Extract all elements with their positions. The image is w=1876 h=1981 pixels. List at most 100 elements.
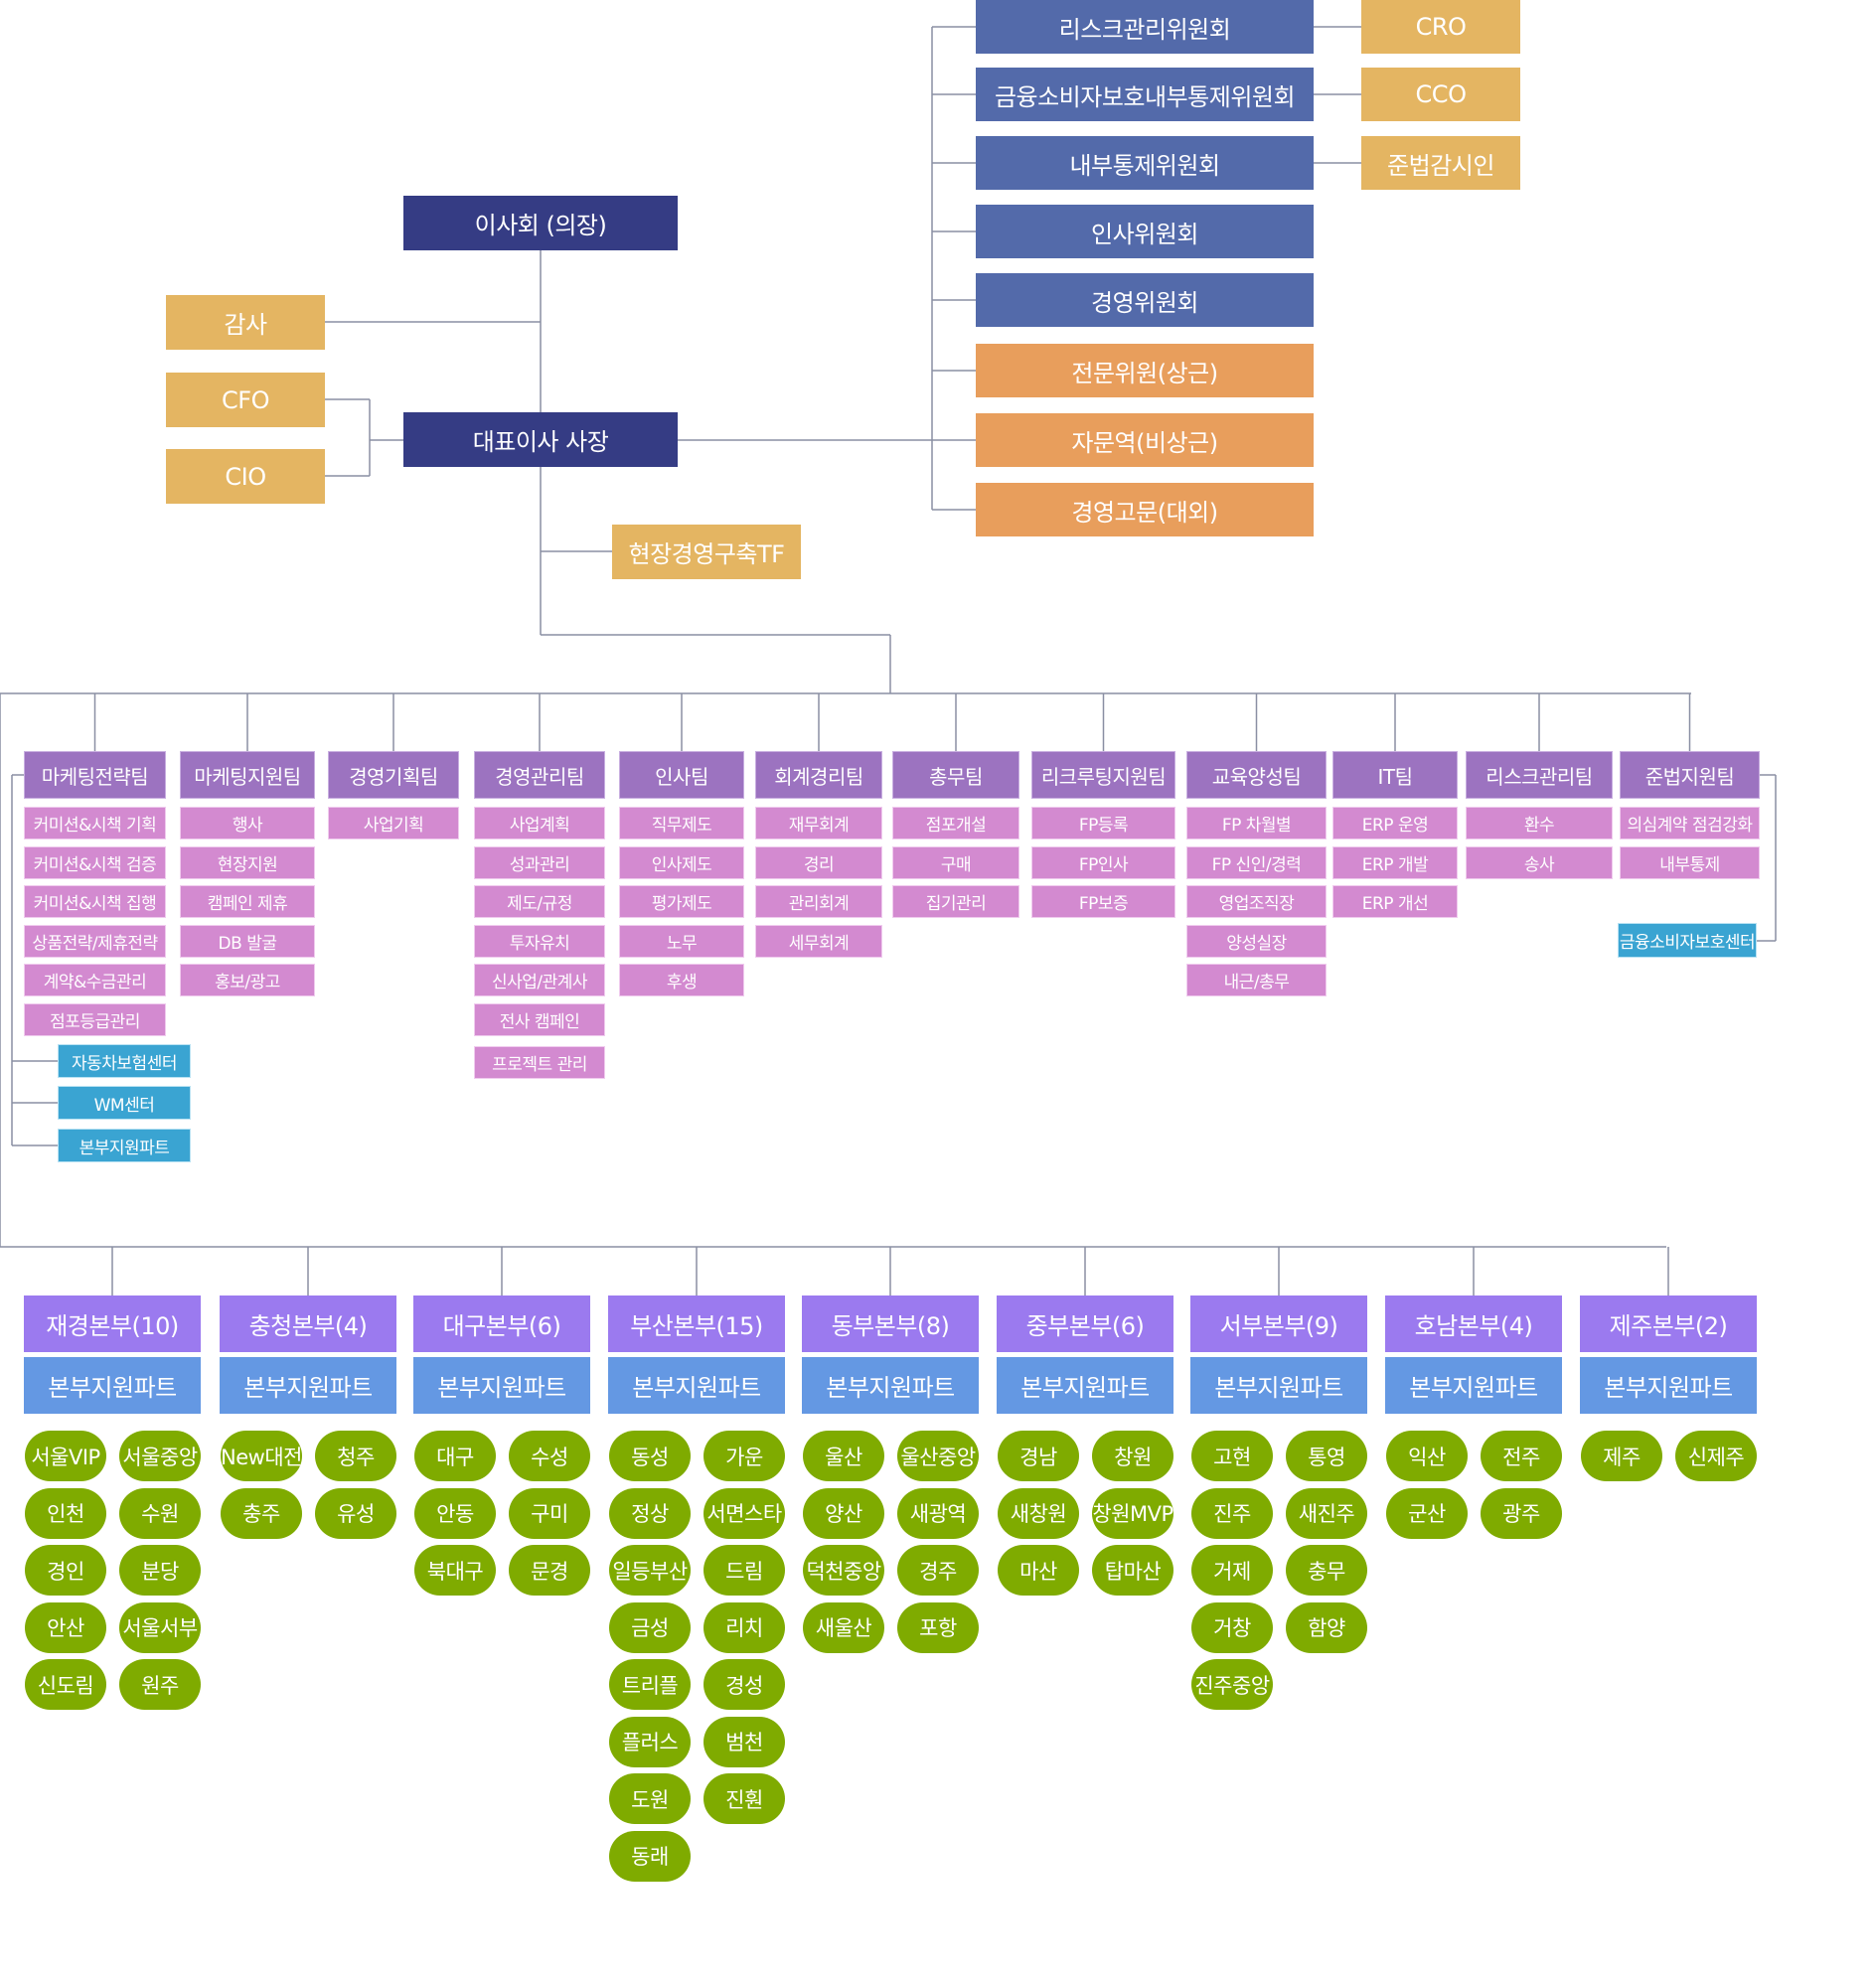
officer-box: CCO xyxy=(1361,68,1520,121)
support-part-box: 본부지원파트 xyxy=(1385,1357,1562,1414)
team-task-box: 점포등급관리 xyxy=(24,1002,166,1036)
team-task-box: 프로젝트 관리 xyxy=(474,1046,605,1079)
team-task-box: 홍보/광고 xyxy=(180,964,315,996)
branch-pill: 새창원 xyxy=(998,1487,1079,1539)
team-task-box: FP등록 xyxy=(1031,807,1175,839)
team-task-box: 캠페인 제휴 xyxy=(180,885,315,918)
branch-pill: 충주 xyxy=(221,1487,302,1539)
team-task-box: 상품전략/제휴전략 xyxy=(24,924,166,958)
team-task-box: 집기관리 xyxy=(892,885,1019,918)
support-part-box: 본부지원파트 xyxy=(1190,1357,1367,1414)
branch-pill: 제주 xyxy=(1581,1431,1662,1481)
branch-pill: 양산 xyxy=(803,1487,884,1539)
support-part-box: 본부지원파트 xyxy=(997,1357,1173,1414)
branch-pill: 군산 xyxy=(1386,1487,1468,1539)
branch-pill: 마산 xyxy=(998,1545,1079,1596)
branch-pill: 대구 xyxy=(414,1431,496,1481)
branch-pill: 새울산 xyxy=(803,1601,884,1653)
center-box: 자동차보험센터 xyxy=(58,1044,191,1078)
support-part-box: 본부지원파트 xyxy=(608,1357,785,1414)
team-task-box: 구매 xyxy=(892,845,1019,879)
team-task-box: FP 신인/경력 xyxy=(1186,845,1327,879)
team-task-box: 현장지원 xyxy=(180,845,315,879)
team-task-box: 인사제도 xyxy=(619,845,744,879)
branch-pill: 진주 xyxy=(1191,1487,1273,1539)
cfo-box: CFO xyxy=(166,373,325,427)
branch-pill: 범천 xyxy=(704,1716,785,1767)
branch-pill: 서울서부 xyxy=(119,1601,201,1653)
team-task-box: 사업계획 xyxy=(474,807,605,839)
headquarters-box: 동부본부(8) xyxy=(802,1295,979,1352)
team-task-box: DB 발굴 xyxy=(180,924,315,958)
team-task-box: 환수 xyxy=(1466,807,1613,839)
branch-pill: 포항 xyxy=(897,1601,979,1653)
branch-pill: 도원 xyxy=(609,1773,691,1824)
ceo-box: 대표이사 사장 xyxy=(403,412,678,467)
branch-pill: 플러스 xyxy=(609,1716,691,1767)
branch-pill: 드림 xyxy=(704,1545,785,1596)
center-box: 금융소비자보호센터 xyxy=(1618,923,1757,958)
team-header: 리크루팅지원팀 xyxy=(1031,751,1175,799)
board-of-directors-box: 이사회 (의장) xyxy=(403,196,678,250)
support-part-box: 본부지원파트 xyxy=(802,1357,979,1414)
branch-pill: 함양 xyxy=(1286,1601,1367,1653)
branch-pill: 청주 xyxy=(315,1431,396,1481)
team-header: IT팀 xyxy=(1332,751,1458,799)
branch-pill: 신도림 xyxy=(25,1659,106,1710)
cio-box: CIO xyxy=(166,449,325,504)
center-box: WM센터 xyxy=(58,1086,191,1120)
team-task-box: 계약&수금관리 xyxy=(24,964,166,996)
branch-pill: 탑마산 xyxy=(1092,1545,1173,1596)
team-task-box: FP보증 xyxy=(1031,885,1175,918)
support-part-box: 본부지원파트 xyxy=(220,1357,396,1414)
team-task-box: 제도/규정 xyxy=(474,885,605,918)
team-task-box: 전사 캠페인 xyxy=(474,1002,605,1036)
committee-box: 인사위원회 xyxy=(976,205,1314,258)
team-task-box: 점포개설 xyxy=(892,807,1019,839)
branch-pill: 진훤 xyxy=(704,1773,785,1824)
branch-pill: 경주 xyxy=(897,1545,979,1596)
team-task-box: ERP 개선 xyxy=(1332,885,1458,918)
branch-pill: 새광역 xyxy=(897,1487,979,1539)
team-task-box: 신사업/관계사 xyxy=(474,964,605,996)
branch-pill: 경성 xyxy=(704,1659,785,1710)
branch-pill: 안산 xyxy=(25,1601,106,1653)
branch-pill: 안동 xyxy=(414,1487,496,1539)
team-task-box: 내부통제 xyxy=(1620,845,1760,879)
branch-pill: 서울VIP xyxy=(25,1431,106,1481)
branch-pill: 거창 xyxy=(1191,1601,1273,1653)
headquarters-box: 대구본부(6) xyxy=(413,1295,590,1352)
branch-pill: 원주 xyxy=(119,1659,201,1710)
team-header: 마케팅지원팀 xyxy=(180,751,315,799)
branch-pill: 동래 xyxy=(609,1830,691,1882)
branch-pill: 전주 xyxy=(1481,1431,1562,1481)
headquarters-box: 제주본부(2) xyxy=(1580,1295,1757,1352)
support-part-box: 본부지원파트 xyxy=(1580,1357,1757,1414)
committee-box: 금융소비자보호내부통제위원회 xyxy=(976,68,1314,121)
headquarters-box: 중부본부(6) xyxy=(997,1295,1173,1352)
branch-pill: 고현 xyxy=(1191,1431,1273,1481)
team-task-box: 직무제도 xyxy=(619,807,744,839)
branch-pill: 거제 xyxy=(1191,1545,1273,1596)
team-header: 인사팀 xyxy=(619,751,744,799)
officer-box: CRO xyxy=(1361,0,1520,54)
team-task-box: 사업기획 xyxy=(328,807,459,839)
headquarters-box: 호남본부(4) xyxy=(1385,1295,1562,1352)
branch-pill: 울산 xyxy=(803,1431,884,1481)
branch-pill: 수성 xyxy=(509,1431,590,1481)
team-task-box: FP인사 xyxy=(1031,845,1175,879)
branch-pill: 서면스타 xyxy=(704,1487,785,1539)
branch-pill: 문경 xyxy=(509,1545,590,1596)
branch-pill: 충무 xyxy=(1286,1545,1367,1596)
branch-pill: 신제주 xyxy=(1675,1431,1757,1481)
team-task-box: 후생 xyxy=(619,964,744,996)
branch-pill: 분당 xyxy=(119,1545,201,1596)
team-header: 총무팀 xyxy=(892,751,1019,799)
headquarters-box: 부산본부(15) xyxy=(608,1295,785,1352)
team-task-box: 관리회계 xyxy=(755,885,882,918)
branch-pill: 트리플 xyxy=(609,1659,691,1710)
advisor-box: 전문위원(상근) xyxy=(976,344,1314,397)
center-box: 본부지원파트 xyxy=(58,1129,191,1162)
team-header: 경영관리팀 xyxy=(474,751,605,799)
officer-box: 준법감시인 xyxy=(1361,136,1520,190)
